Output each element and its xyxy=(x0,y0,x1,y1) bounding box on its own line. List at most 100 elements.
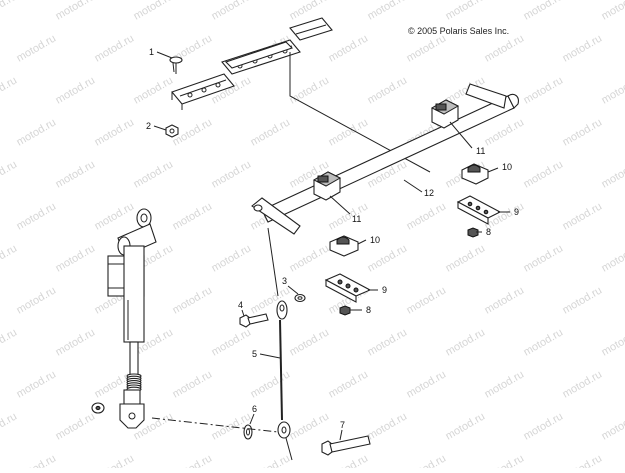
watermark-text: motod.ru xyxy=(54,0,98,23)
part-washer-6 xyxy=(244,425,252,439)
callout-3: 3 xyxy=(282,276,287,286)
watermark-text: motod.ru xyxy=(327,200,371,232)
watermark-text: motod.ru xyxy=(93,116,137,148)
watermark-text: motod.ru xyxy=(600,410,625,442)
watermark-text: motod.ru xyxy=(54,158,98,190)
watermark-text: motod.ru xyxy=(210,242,254,274)
watermark-text: motod.ru xyxy=(327,452,371,468)
watermark-text: motod.ru xyxy=(15,32,59,64)
watermark-text: motod.ru xyxy=(522,326,566,358)
watermark-text: motod.ru xyxy=(600,242,625,274)
watermark-text: motod.ru xyxy=(366,410,410,442)
watermark-text: motod.ru xyxy=(483,116,527,148)
watermark-text: motod.ru xyxy=(366,326,410,358)
watermark-text: motod.ru xyxy=(171,452,215,468)
watermark-text: motod.ru xyxy=(288,326,332,358)
watermark-text: motod.ru xyxy=(0,0,19,23)
callout-11-upper: 11 xyxy=(476,146,485,156)
watermark-text: motod.ru xyxy=(600,0,625,23)
watermark-text: motod.ru xyxy=(15,284,59,316)
watermark-text: motod.ru xyxy=(483,368,527,400)
watermark-text: motod.ru xyxy=(561,368,605,400)
watermark-text: motod.ru xyxy=(171,200,215,232)
part-nut-8-lower xyxy=(340,306,350,315)
watermark-text: motod.ru xyxy=(0,158,19,190)
watermark-text: motod.ru xyxy=(561,200,605,232)
watermark-text: motod.ru xyxy=(522,410,566,442)
shock-absorber xyxy=(108,209,156,428)
watermark-text: motod.ru xyxy=(0,410,19,442)
watermark-text: motod.ru xyxy=(54,74,98,106)
watermark-text: motod.ru xyxy=(288,410,332,442)
watermark-text: motod.ru xyxy=(405,284,449,316)
callout-7: 7 xyxy=(340,420,345,430)
watermark-text: motod.ru xyxy=(171,284,215,316)
watermark-text: motod.ru xyxy=(405,368,449,400)
watermark-text: motod.ru xyxy=(0,74,19,106)
part-washer-3 xyxy=(295,295,305,302)
callout-1: 1 xyxy=(149,47,154,57)
callout-10-lower: 10 xyxy=(370,235,380,245)
watermark-text: motod.ru xyxy=(522,74,566,106)
watermark-text: motod.ru xyxy=(522,0,566,23)
watermark-text: motod.ru xyxy=(366,74,410,106)
part-rivet xyxy=(170,57,182,74)
watermark-text: motod.ru xyxy=(132,0,176,23)
part-bushing-lower xyxy=(314,172,340,200)
watermark-text: motod.ru xyxy=(483,32,527,64)
watermark-text: motod.ru xyxy=(561,116,605,148)
watermark-text: motod.ru xyxy=(327,368,371,400)
watermark-text: motod.ru xyxy=(171,368,215,400)
watermark-text: motod.ru xyxy=(444,0,488,23)
watermark-text: motod.ru xyxy=(561,32,605,64)
watermark-text: motod.ru xyxy=(288,0,332,23)
watermark-text: motod.ru xyxy=(54,410,98,442)
watermark-text: motod.ru xyxy=(15,368,59,400)
watermark-text: motod.ru xyxy=(444,326,488,358)
watermark-text: motod.ru xyxy=(600,158,625,190)
watermark-text: motod.ru xyxy=(366,0,410,23)
watermark-text: motod.ru xyxy=(93,452,137,468)
watermark-text: motod.ru xyxy=(249,116,293,148)
watermark-text: motod.ru xyxy=(561,452,605,468)
callout-6: 6 xyxy=(252,404,257,414)
watermark-text: motod.ru xyxy=(600,326,625,358)
callout-11-lower: 11 xyxy=(352,214,361,224)
watermark-text: motod.ru xyxy=(405,32,449,64)
watermark-text: motod.ru xyxy=(561,284,605,316)
watermark-text: motod.ru xyxy=(444,410,488,442)
watermark-text: motod.ru xyxy=(210,326,254,358)
watermark-text: motod.ru xyxy=(249,368,293,400)
watermark-text: motod.ru xyxy=(288,74,332,106)
watermark-text: motod.ru xyxy=(249,452,293,468)
watermark-text: motod.ru xyxy=(0,326,19,358)
callout-8-lower: 8 xyxy=(366,305,371,315)
callout-10-upper: 10 xyxy=(502,162,512,172)
watermark-text: motod.ru xyxy=(93,200,137,232)
watermark-text: motod.ru xyxy=(327,32,371,64)
watermark-text: motod.ru xyxy=(405,200,449,232)
watermark-text: motod.ru xyxy=(54,326,98,358)
watermark-text: motod.ru xyxy=(522,158,566,190)
callout-2: 2 xyxy=(146,121,151,131)
watermark-text: motod.ru xyxy=(600,74,625,106)
callout-8-upper: 8 xyxy=(486,227,491,237)
watermark-text: motod.ru xyxy=(483,452,527,468)
callout-5: 5 xyxy=(252,349,257,359)
watermark-text: motod.ru xyxy=(15,116,59,148)
watermark-text: motod.ru xyxy=(0,242,19,274)
callout-9-upper: 9 xyxy=(514,207,519,217)
watermark-text: motod.ru xyxy=(210,158,254,190)
part-clamp-lower xyxy=(330,236,358,256)
copyright-notice: © 2005 Polaris Sales Inc. xyxy=(408,26,509,36)
watermark-text: motod.ru xyxy=(132,158,176,190)
watermark-text: motod.ru xyxy=(54,242,98,274)
watermark-text: motod.ru xyxy=(132,74,176,106)
watermark-text: motod.ru xyxy=(366,242,410,274)
watermark-text: motod.ru xyxy=(405,452,449,468)
part-nut-2 xyxy=(166,125,178,137)
watermark-text: motod.ru xyxy=(288,242,332,274)
